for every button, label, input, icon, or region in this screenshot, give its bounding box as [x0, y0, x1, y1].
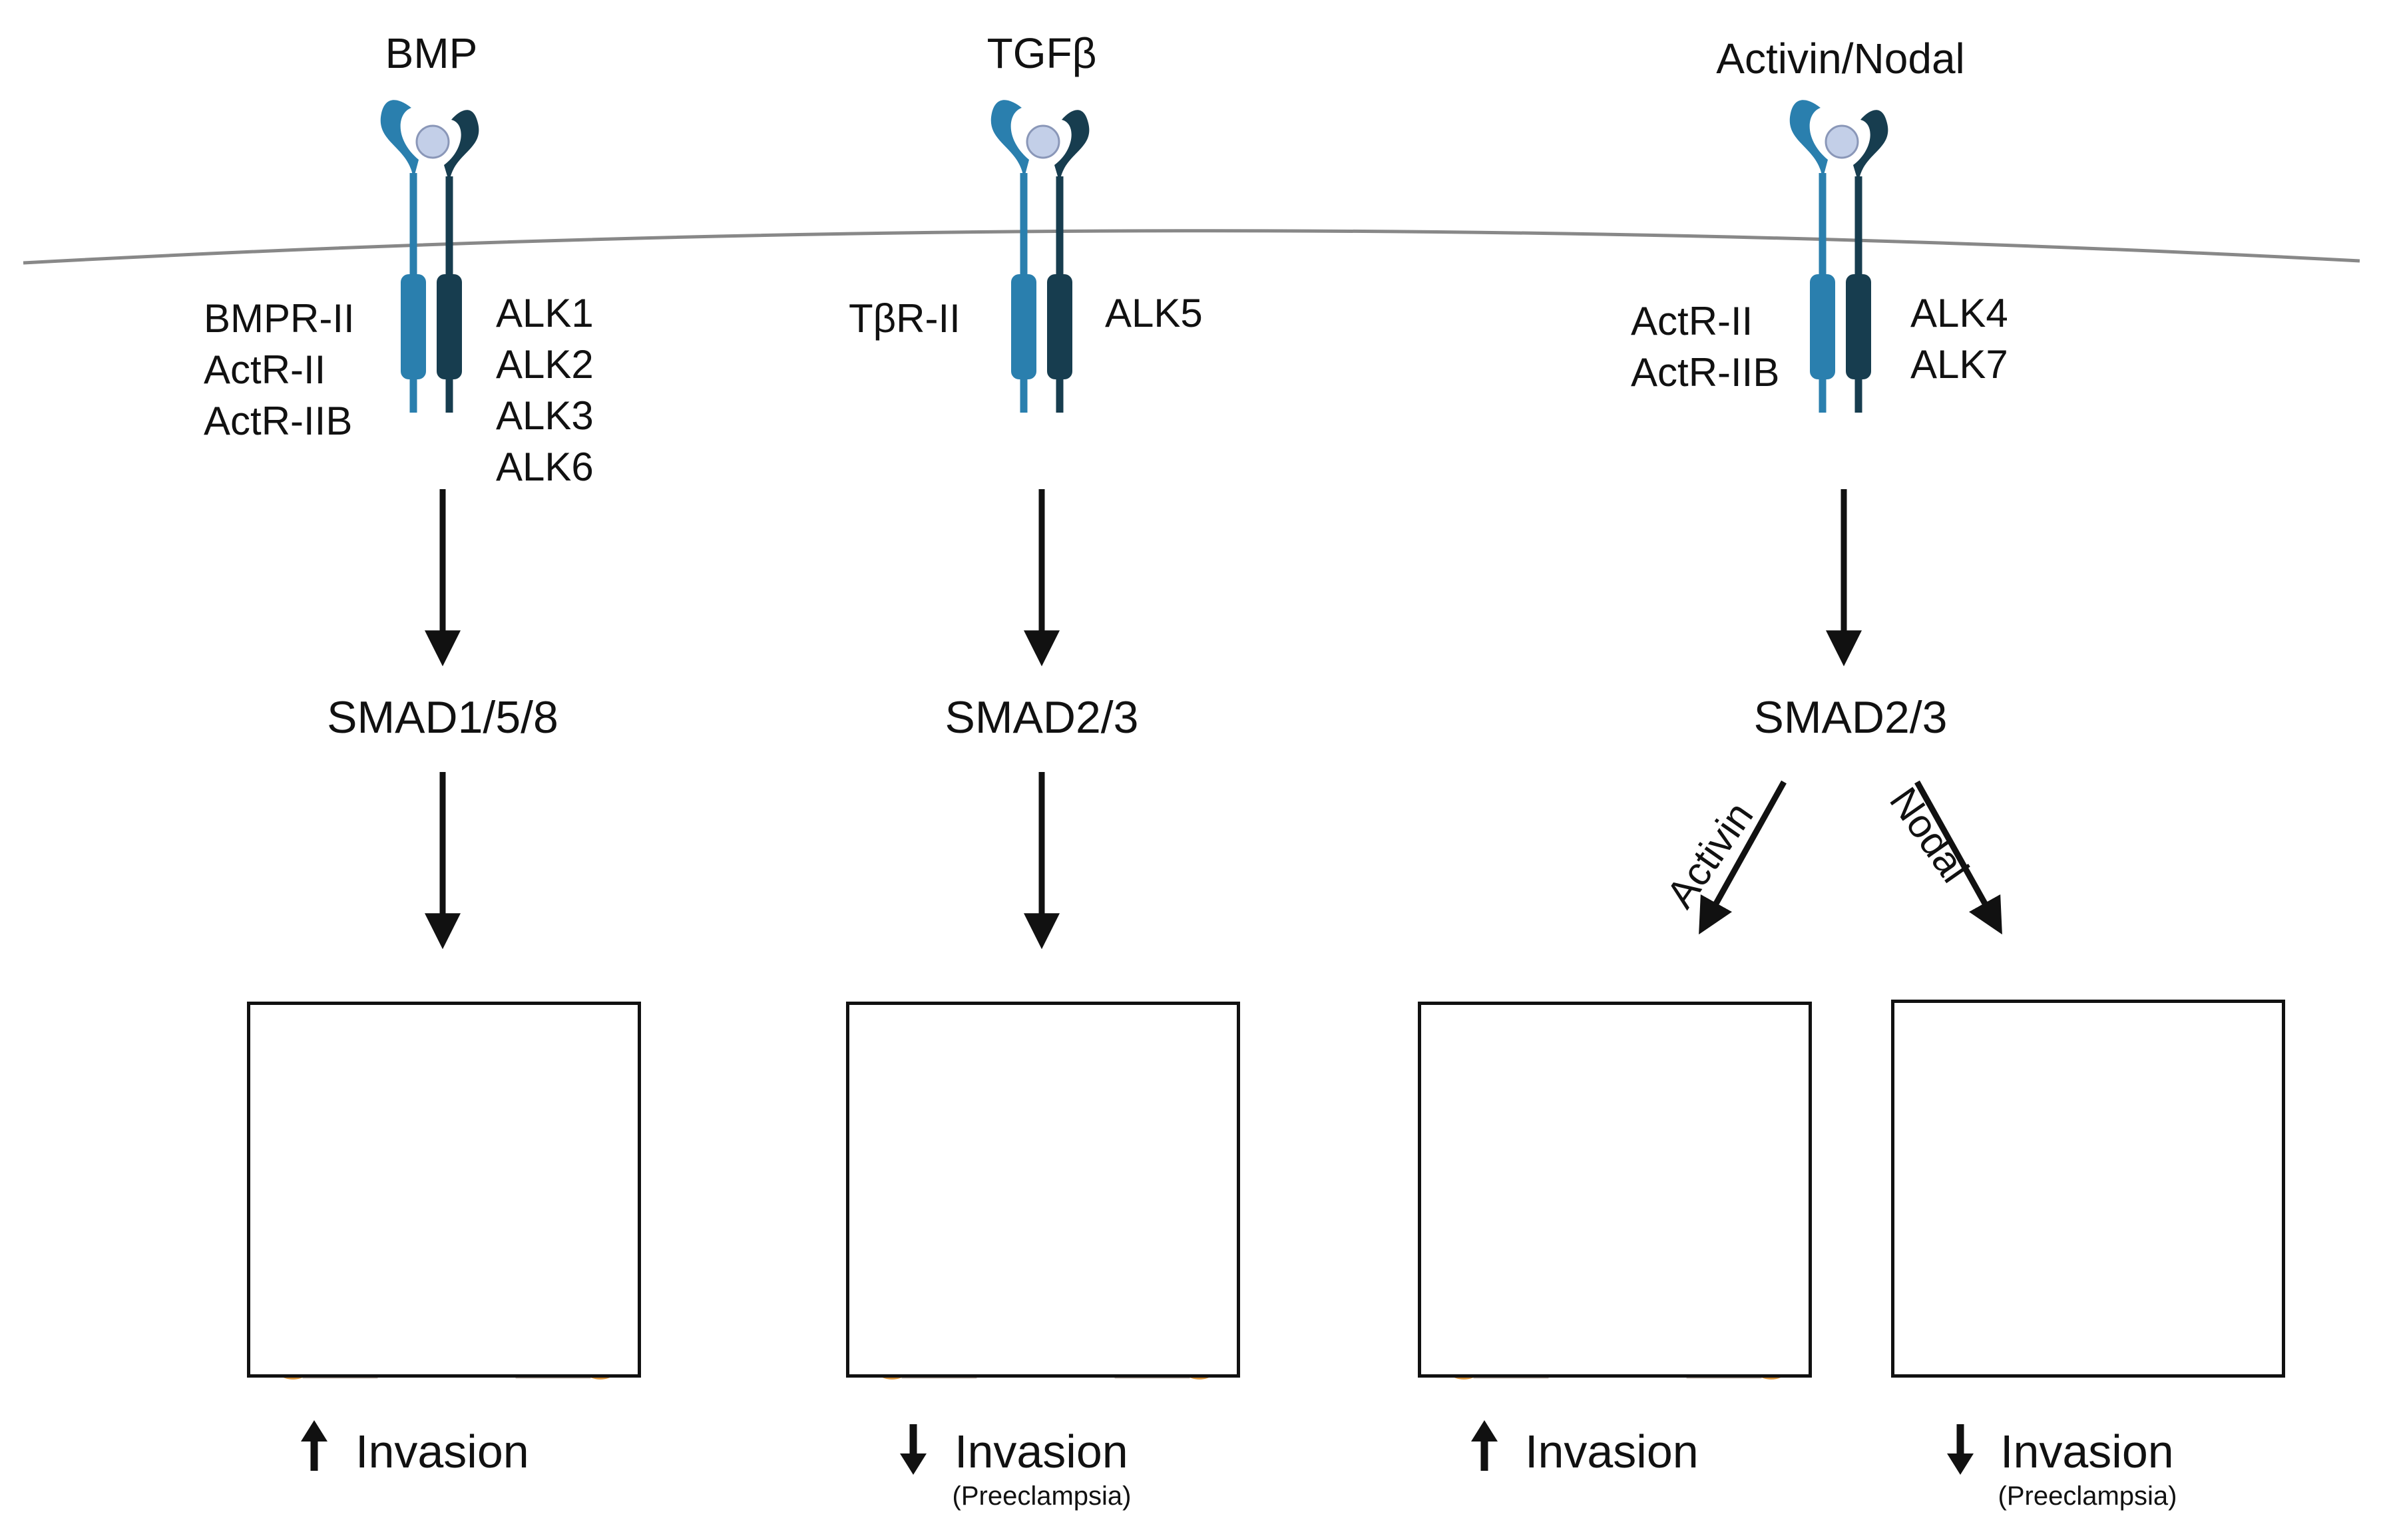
outcome-label-bmp: Invasion: [355, 1426, 529, 1477]
outcome-arrow-head: [1471, 1420, 1498, 1442]
receptor-type1-ectodomain: [1853, 110, 1888, 183]
ligand-sphere: [1825, 124, 1859, 159]
panel-activin-outcome: [1418, 1002, 1812, 1378]
type1-receptor-label: ALK1: [496, 291, 594, 335]
type2-receptor-label: ActR-IIB: [204, 399, 353, 443]
receptor-type2-kinase: [1810, 274, 1835, 379]
arrow-up-icon: [1471, 1420, 1498, 1471]
receptor-type2-ectodomain: [990, 100, 1029, 180]
receptor-type2-ectodomain: [1789, 100, 1828, 180]
type2-receptor-label: ActR-II: [204, 347, 326, 392]
type1-receptor-label: ALK5: [1105, 291, 1203, 335]
receptor-type2-kinase: [401, 274, 426, 379]
type2-receptor-list-activin-nodal: ActR-II ActR-IIB: [1631, 295, 1779, 398]
receptor-complex: [380, 100, 479, 413]
receptor-type1-ectodomain: [444, 110, 479, 183]
receptor-type1-kinase: [1047, 274, 1072, 379]
smad-label-tgfb: SMAD2/3: [945, 692, 1139, 743]
arrow-down-icon: [1947, 1424, 1974, 1475]
outcome-arrow-head: [900, 1453, 927, 1475]
type1-receptor-label: ALK7: [1910, 342, 2008, 387]
type1-receptor-label: ALK4: [1910, 291, 2008, 335]
smad-label-activin-nodal: SMAD2/3: [1753, 692, 1948, 743]
panel-nodal-outcome: [1891, 1000, 2285, 1378]
arrow-down-icon: [900, 1424, 927, 1475]
outcome-arrow-head: [1947, 1453, 1974, 1475]
receptor-complex: [1789, 100, 1888, 413]
ligand-sphere: [1026, 124, 1060, 159]
type1-receptor-label: ALK6: [496, 445, 594, 489]
arrow-up-icon: [301, 1420, 327, 1471]
type2-receptor-label: BMPR-II: [204, 296, 355, 341]
ligand-label-bmp: BMP: [385, 29, 478, 77]
ligand-label-activin-nodal: Activin/Nodal: [1716, 35, 1965, 83]
smad-label-bmp: SMAD1/5/8: [327, 692, 558, 743]
outcome-note-nodal: (Preeclampsia): [1998, 1481, 2177, 1511]
outcome-label-tgfb: Invasion: [955, 1426, 1128, 1477]
receptor-type1-kinase: [1846, 274, 1871, 379]
type1-receptor-list-tgfb: ALK5: [1105, 288, 1203, 339]
type2-receptor-label: ActR-IIB: [1631, 350, 1780, 395]
cell-membrane: [23, 229, 2360, 265]
type1-receptor-list-activin-nodal: ALK4 ALK7: [1910, 288, 2008, 390]
outcome-label-nodal: Invasion: [2000, 1426, 2174, 1477]
type2-receptor-label: TβR-II: [849, 296, 961, 341]
receptor-complex: [990, 100, 1090, 413]
type1-receptor-list-bmp: ALK1 ALK2 ALK3 ALK6: [496, 288, 594, 492]
ligand-label-tgfb: TGFβ: [986, 29, 1097, 77]
type2-receptor-label: ActR-II: [1631, 299, 1753, 343]
outcome-arrow-head: [301, 1420, 327, 1442]
outcome-label-activin: Invasion: [1525, 1426, 1699, 1477]
type1-receptor-label: ALK2: [496, 342, 594, 387]
type2-receptor-list-tgfb: TβR-II: [849, 293, 961, 344]
outcome-note-tgfb: (Preeclampsia): [952, 1481, 1132, 1511]
arrow-branch-activin: [1699, 780, 1787, 935]
ligand-sphere: [415, 124, 450, 159]
panel-bmp-outcome: [247, 1002, 641, 1378]
receptor-type2-kinase: [1011, 274, 1036, 379]
type2-receptor-list-bmp: BMPR-II ActR-II ActR-IIB: [204, 293, 355, 447]
type1-receptor-label: ALK3: [496, 393, 594, 438]
panel-tgfb-outcome: [846, 1002, 1240, 1378]
receptor-type1-ectodomain: [1054, 110, 1090, 183]
arrow-branch-nodal: [1914, 780, 2002, 935]
receptor-type1-kinase: [437, 274, 462, 379]
receptor-type2-ectodomain: [380, 100, 419, 180]
